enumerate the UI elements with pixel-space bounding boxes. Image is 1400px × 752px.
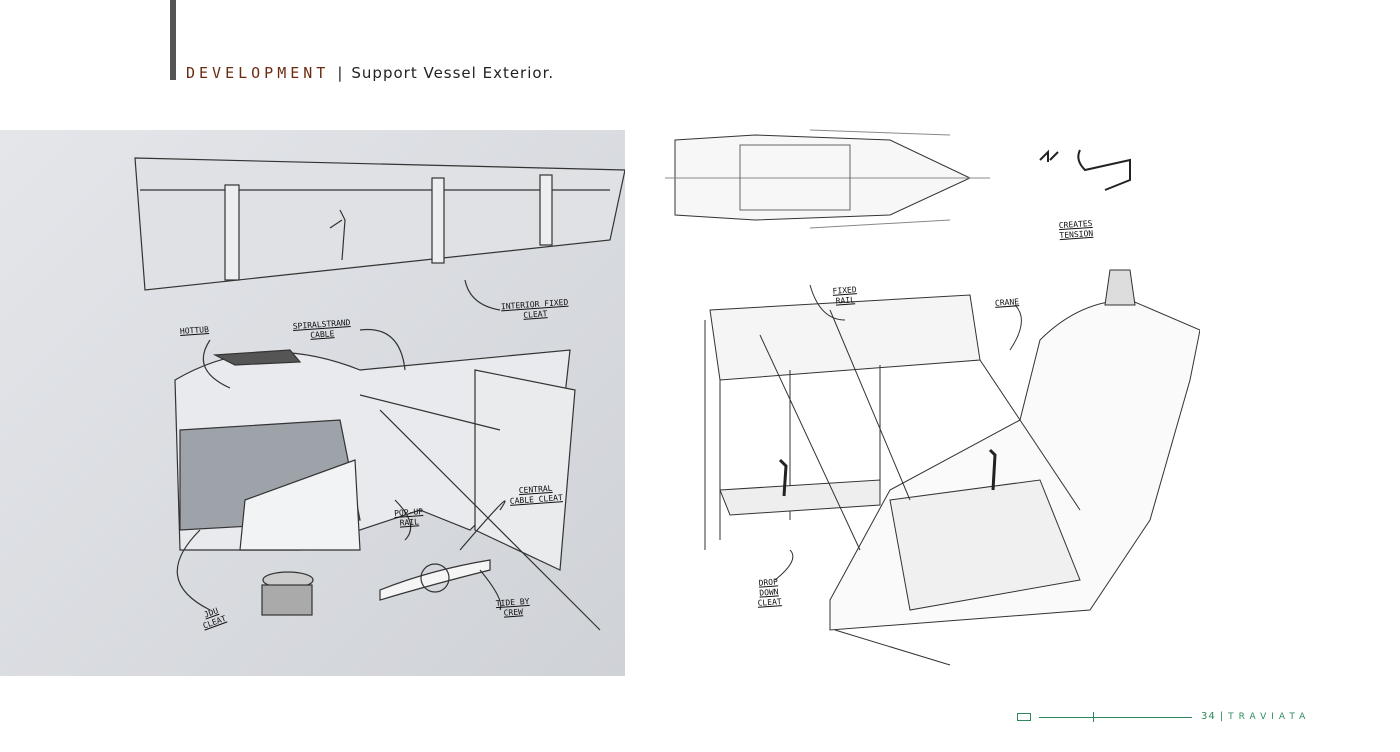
note-fixed-rail: FIXED RAIL (832, 285, 857, 306)
page-footer: 34 | TRAVIATA (1015, 710, 1315, 726)
exterior-cleat-sketch (134, 157, 625, 631)
left-sketch-panel: HOTTUB SPIRALSTRAND CABLE INTERIOR FIXED… (0, 130, 625, 676)
footer-rule (1039, 717, 1192, 718)
header-accent-bar (170, 0, 176, 80)
note-hottub: HOTTUB (179, 325, 210, 336)
header-separator: | (337, 64, 344, 82)
note-crane: CRANE (994, 297, 1020, 308)
footer-box-icon (1017, 713, 1031, 721)
right-sketch-panel: FIXED RAIL CRANE DROP DOWN CLEAT CREATES… (660, 120, 1200, 680)
page-header: DEVELOPMENT | Support Vessel Exterior. (186, 64, 554, 82)
footer-separator: | (1219, 711, 1225, 722)
page-title: Support Vessel Exterior. (351, 64, 555, 82)
footer-tick (1093, 712, 1094, 722)
note-tide-by-crew: TIDE BY CREW (495, 596, 530, 618)
note-popup-rail: POP-UP RAIL (393, 507, 424, 528)
support-vessel-sketch (665, 129, 1200, 666)
note-creates-tension: CREATES TENSION (1058, 218, 1094, 241)
page-number: 34 (1201, 711, 1216, 722)
note-drop-down-cleat: DROP DOWN CLEAT (757, 577, 782, 608)
footer-text: 34 | TRAVIATA (1201, 711, 1310, 722)
section-label: DEVELOPMENT (186, 64, 330, 82)
brand-name: TRAVIATA (1228, 711, 1311, 722)
